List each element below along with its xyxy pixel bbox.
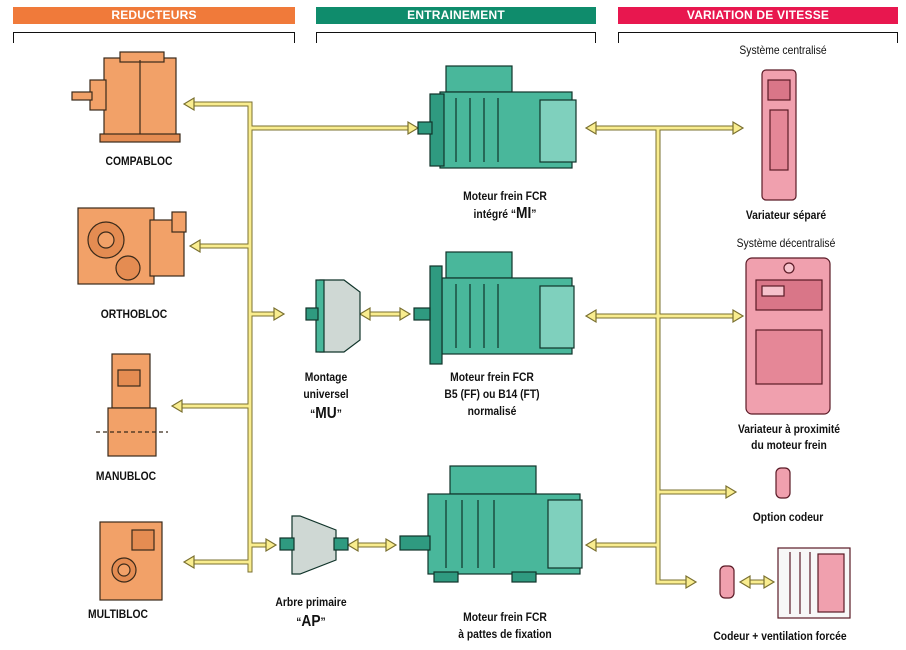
motor-mi-image <box>417 65 577 169</box>
mi-code: MI <box>515 205 532 222</box>
mu-code: MU <box>315 405 337 422</box>
encoder-option-image <box>775 467 791 499</box>
label-compabloc: COMPABLOC <box>105 154 173 168</box>
ap-close: ” <box>320 615 326 629</box>
label-mi-line2: intégré “MI” <box>449 206 561 222</box>
label-multibloc: MULTIBLOC <box>87 607 148 621</box>
connector-lines <box>175 101 771 585</box>
mu-open: “ <box>310 407 316 421</box>
label-ff-line1: Moteur frein FCR <box>450 370 534 384</box>
label-manubloc: MANUBLOC <box>95 469 157 483</box>
manubloc-gearbox-image <box>96 353 168 457</box>
ap-shaft-image <box>279 515 349 575</box>
bracket-variation <box>618 32 898 43</box>
ap-code: AP <box>301 613 321 630</box>
multibloc-gearbox-image <box>99 521 163 601</box>
mu-adapter-image <box>305 279 361 353</box>
label-centralized: Système centralisé <box>739 43 827 57</box>
label-mu-line1: Montage <box>304 370 348 384</box>
label-encoder-fan: Codeur + ventilation forcée <box>713 629 847 643</box>
compabloc-gearbox-image <box>71 51 181 143</box>
motor-ff-image <box>413 251 575 365</box>
separate-drive-image <box>761 69 797 201</box>
label-feet-line1: Moteur frein FCR <box>463 610 547 624</box>
label-decentralized: Système décentralisé <box>736 236 836 250</box>
label-ff-line2: B5 (FF) ou B14 (FT) <box>444 387 540 401</box>
mi-prefix: intégré “ <box>473 207 516 221</box>
label-ap-line1: Arbre primaire <box>275 595 347 609</box>
mu-close: ” <box>336 407 342 421</box>
header-entrainement: ENTRAINEMENT <box>316 7 596 24</box>
mi-close: ” <box>531 207 537 221</box>
label-orthobloc: ORTHOBLOC <box>100 307 168 321</box>
label-near-drive-line2: du moteur frein <box>751 438 827 452</box>
label-separate-drive: Variateur séparé <box>745 208 827 222</box>
near-drive-image <box>745 257 831 415</box>
header-variation: VARIATION DE VITESSE <box>618 7 898 24</box>
arrowheads <box>170 96 776 590</box>
label-ff-line3: normalisé <box>467 404 517 418</box>
label-mu-code: “MU” <box>292 406 361 422</box>
ap-open: “ <box>296 615 302 629</box>
bracket-entrainement <box>316 32 596 43</box>
label-mu-line2: universel <box>303 387 349 401</box>
header-reducteurs: REDUCTEURS <box>13 7 295 24</box>
orthobloc-gearbox-image <box>77 207 187 285</box>
bracket-reducteurs <box>13 32 295 43</box>
label-mi-line1: Moteur frein FCR <box>463 189 547 203</box>
encoder-fan-image <box>719 547 851 619</box>
label-feet-line2: à pattes de fixation <box>458 627 552 641</box>
label-near-drive-line1: Variateur à proximité <box>737 422 841 436</box>
label-ap-code: “AP” <box>264 614 359 630</box>
label-encoder-option: Option codeur <box>752 510 824 524</box>
motor-feet-image <box>399 465 583 583</box>
